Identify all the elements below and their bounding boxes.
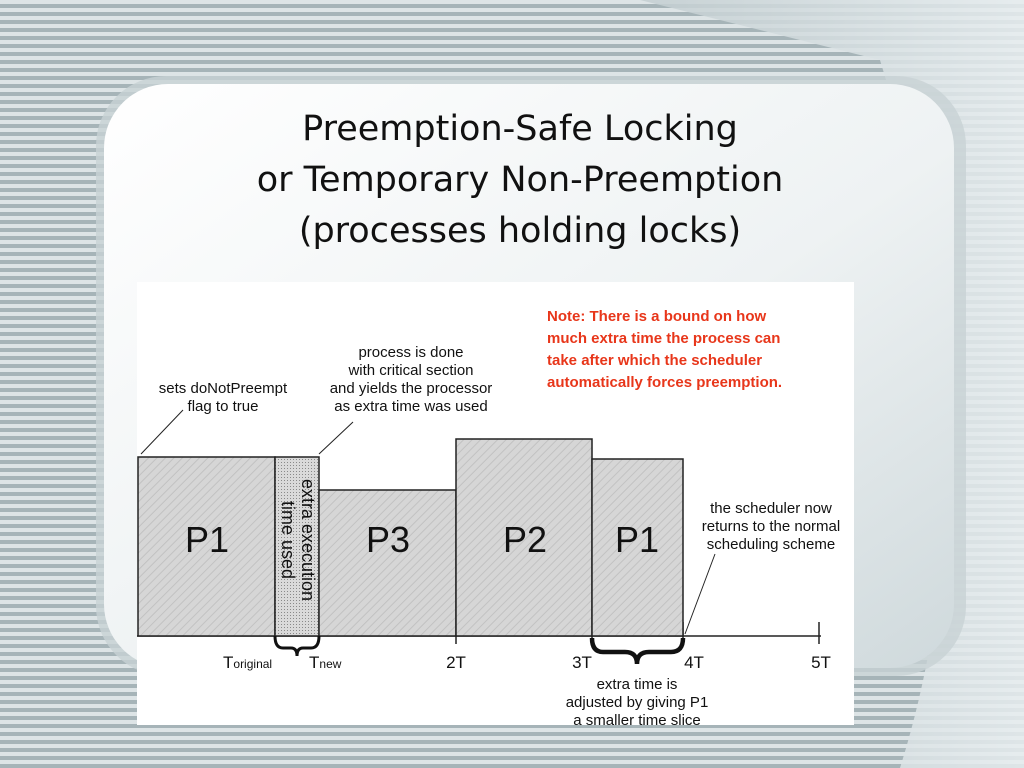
slide-title: Preemption-Safe Locking or Temporary Non… [150,104,890,257]
bar-p1-second [591,458,684,637]
callout-extra-adjusted: extra time is adjusted by giving P1 a sm… [565,676,709,729]
bar-label-p3: P3 [366,519,410,560]
title-line-1: Preemption-Safe Locking [302,109,738,149]
tick-label-5t: 5T [811,653,831,672]
callout-scheduler-returns: the scheduler now returns to the normal … [701,500,841,553]
brace-extra-time-small [273,635,321,657]
callout-leader-process-done [318,421,354,455]
tick-label-4t: 4T [684,653,704,672]
title-line-2: or Temporary Non-Preemption [256,160,784,200]
bar-p2 [455,438,593,637]
extra-execution-line-1: extra execution [298,478,318,602]
tick-label-t-new: Tnew [309,653,342,672]
extra-execution-label: extra execution time used [274,462,322,618]
tick-label-t-original: Toriginal [223,653,272,672]
callout-leader-sets-flag [140,409,184,455]
callout-sets-flag: sets doNotPreempt flag to true [158,380,288,415]
callout-leader-scheduler-returns [684,553,716,635]
diagram-figure: P1 P3 P2 P1 Toriginal Tnew 2T 3T 4T 5T e… [137,282,854,729]
tick-label-3t: 3T [572,653,592,672]
bar-label-p2: P2 [503,519,547,560]
extra-execution-line-2: time used [278,500,298,580]
title-line-3: (processes holding locks) [298,211,742,251]
bar-label-p1-second: P1 [615,519,659,560]
brace-extra-time-large [589,637,686,665]
bar-p3 [318,489,457,637]
tick-label-2t: 2T [446,653,466,672]
preemption-bound-note: Note: There is a bound on how much extra… [547,308,783,391]
callout-process-done: process is done with critical section an… [329,344,493,415]
bar-extra-execution [274,456,320,637]
bar-label-p1-first: P1 [185,519,229,560]
timeline-diagram: P1 P3 P2 P1 Toriginal Tnew 2T 3T 4T 5T [137,409,831,672]
bar-p1-first [137,456,276,637]
